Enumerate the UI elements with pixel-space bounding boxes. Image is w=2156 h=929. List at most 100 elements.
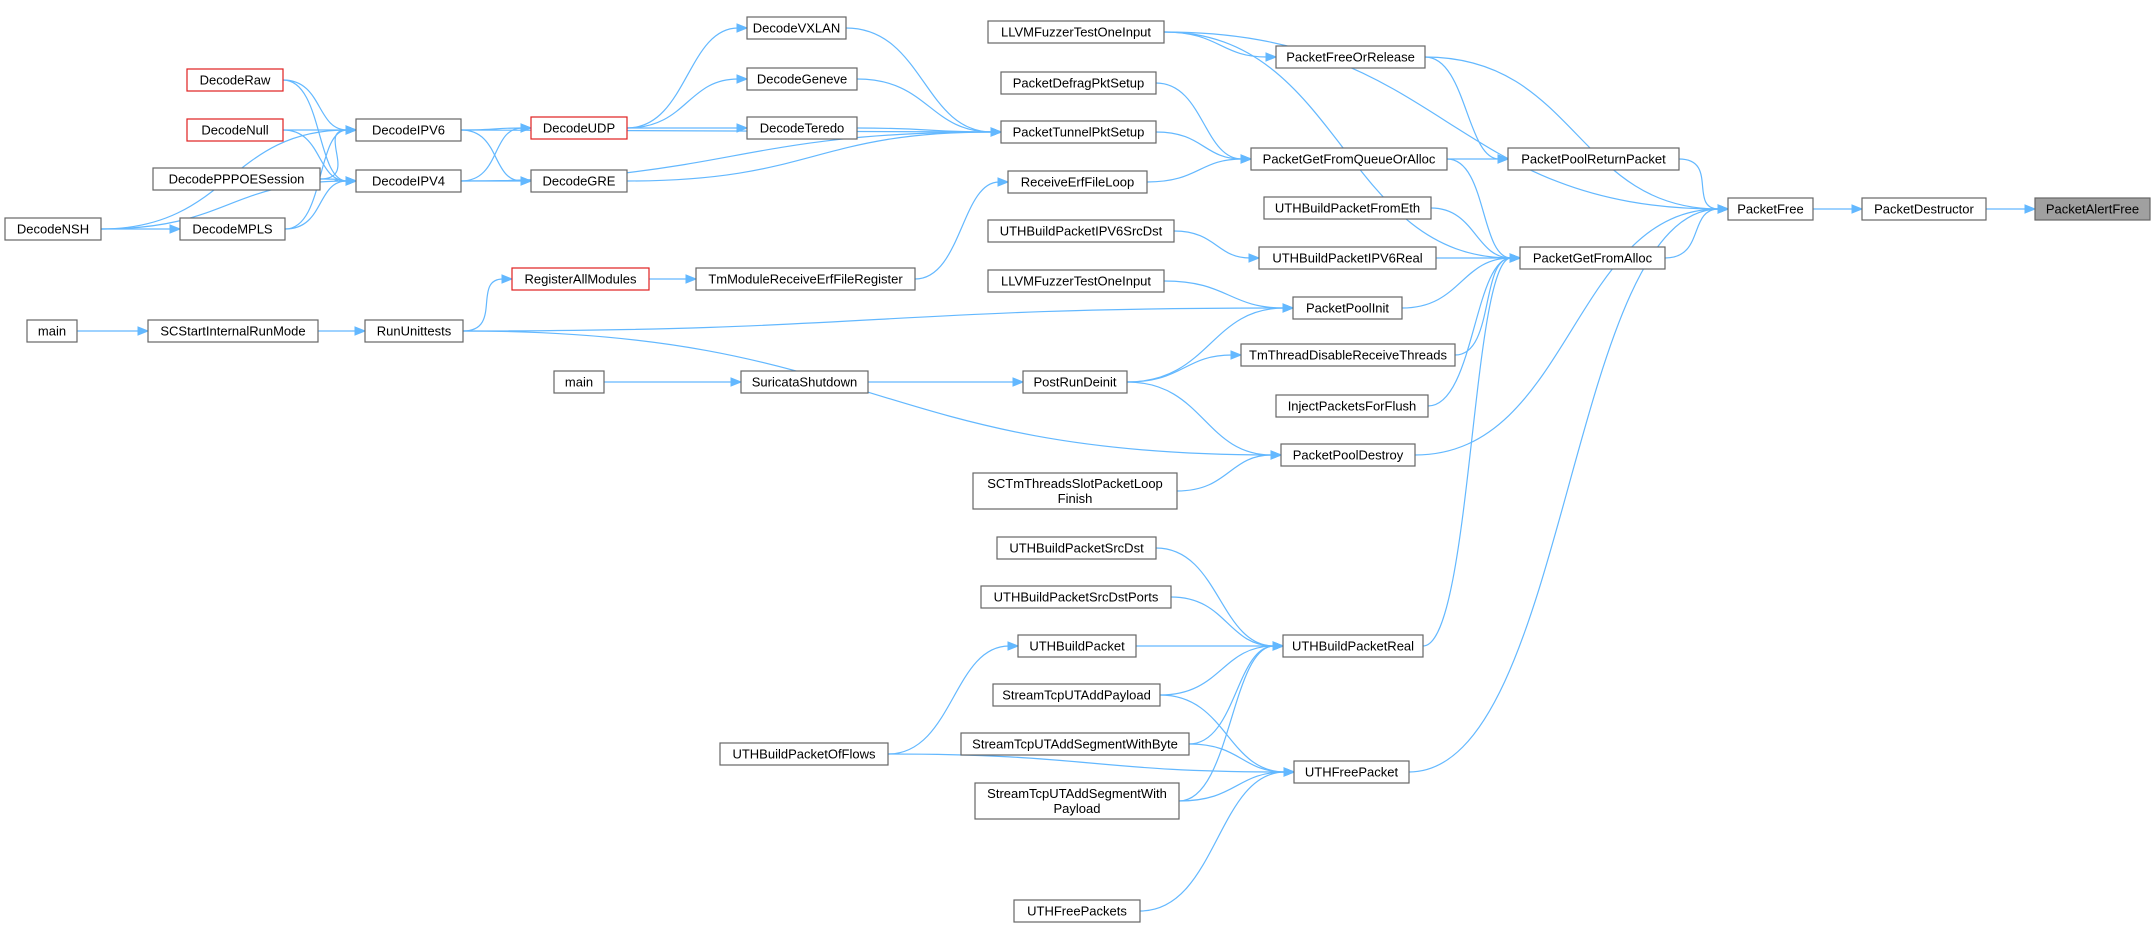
edge-arrowhead [1272,641,1285,651]
node-scstart-internal-run-mode[interactable]: SCStartInternalRunMode [147,319,319,343]
edge-packet-defrag-pkt-setup-to-packet-get-from-queue-or-alloc [1155,82,1253,164]
node-label: PacketTunnelPktSetup [1013,125,1145,140]
node-packet-tunnel-pkt-setup[interactable]: PacketTunnelPktSetup [1000,120,1157,144]
node-packet-defrag-pkt-setup[interactable]: PacketDefragPktSetup [1000,71,1157,95]
edge-post-run-deinit-to-packet-pool-init [1126,303,1295,383]
node-llvmfuzzer-test-one-input1[interactable]: LLVMFuzzerTestOneInput [987,20,1165,44]
node-label: LLVMFuzzerTestOneInput [1001,274,1151,289]
node-uthfree-packets[interactable]: UTHFreePackets [1013,899,1141,923]
node-main1[interactable]: main [26,319,78,343]
node-box [2034,197,2151,221]
node-label: DecodePPPOESession [169,172,305,187]
node-uthfree-packet[interactable]: UTHFreePacket [1293,760,1410,784]
edge-tm-thread-disable-receive-threads-to-packet-get-from-alloc [1454,253,1522,356]
node-decode-vxlan[interactable]: DecodeVXLAN [746,16,847,40]
node-decode-pppoesession[interactable]: DecodePPPOESession [152,167,321,191]
node-box [530,169,628,193]
node-box [1507,147,1680,171]
node-inject-packets-for-flush[interactable]: InjectPacketsForFlush [1275,394,1429,418]
node-main2[interactable]: main [553,370,605,394]
edge-line [1422,257,1512,647]
node-decode-raw[interactable]: DecodeRaw [186,68,284,92]
node-uthbuild-packet-real[interactable]: UTHBuildPacketReal [1282,634,1424,658]
edge-llvmfuzzer-test-one-input1-to-packet-free [1163,31,1730,214]
node-label: DecodeNSH [17,222,89,237]
node-stream-tcp-utadd-payload[interactable]: StreamTcpUTAddPayload [992,683,1161,707]
node-label: DecodeNull [201,123,268,138]
node-label: StreamTcpUTAddSegmentWith [987,786,1167,801]
edge-run-unittests-to-packet-pool-destroy [462,330,1283,460]
node-run-unittests[interactable]: RunUnittests [364,319,464,343]
node-box [746,116,858,140]
node-uthbuild-packet-src-dst-ports[interactable]: UTHBuildPacketSrcDstPorts [980,585,1172,609]
node-box [972,472,1178,510]
node-decode-udp[interactable]: DecodeUDP [530,116,628,140]
node-packet-destructor[interactable]: PacketDestructor [1861,197,1987,221]
node-decode-mpls[interactable]: DecodeMPLS [179,217,286,241]
edge-arrowhead [520,123,533,133]
node-packet-free-or-release[interactable]: PacketFreeOrRelease [1275,45,1426,69]
node-packet-free[interactable]: PacketFree [1727,197,1814,221]
node-receive-erf-file-loop[interactable]: ReceiveErfFileLoop [1007,170,1148,194]
node-label: DecodeMPLS [192,222,273,237]
node-uthbuild-packet-ipv6-real[interactable]: UTHBuildPacketIPV6Real [1258,246,1437,270]
node-packet-get-from-alloc[interactable]: PacketGetFromAlloc [1519,246,1666,270]
node-label: DecodeIPV4 [372,174,445,189]
node-suricata-shutdown[interactable]: SuricataShutdown [740,370,869,394]
edge-line [1163,31,1268,58]
edge-uthbuild-packet-to-uthbuild-packet-real [1136,641,1285,651]
node-decode-nsh[interactable]: DecodeNSH [4,217,102,241]
edge-decode-vxlan-to-packet-tunnel-pkt-setup [845,27,1003,137]
node-decode-ipv4[interactable]: DecodeIPV4 [355,169,462,193]
node-post-run-deinit[interactable]: PostRunDeinit [1022,370,1128,394]
node-box [1275,394,1429,418]
node-box [719,742,889,766]
node-packet-pool-return-packet[interactable]: PacketPoolReturnPacket [1507,147,1680,171]
node-packet-pool-init[interactable]: PacketPoolInit [1292,296,1403,320]
edge-arrowhead [736,74,749,84]
node-label: PacketPoolInit [1306,301,1389,316]
node-box [1017,634,1137,658]
node-uthbuild-packet-ipv6-src-dst[interactable]: UTHBuildPacketIPV6SrcDst [987,219,1175,243]
node-decode-ipv6[interactable]: DecodeIPV6 [355,118,462,142]
node-decode-null[interactable]: DecodeNull [186,118,284,142]
node-box [355,118,462,142]
node-decode-geneve[interactable]: DecodeGeneve [746,67,858,91]
edge-line [460,127,523,182]
node-label: PacketGetFromQueueOrAlloc [1263,152,1436,167]
edge-llvmfuzzer-test-one-input1-to-packet-free-or-release [1163,31,1278,62]
edge-line [1414,208,1720,456]
edge-line [1126,381,1273,456]
edge-line [462,278,504,332]
node-box [980,585,1172,609]
node-tm-module-receive-erf-file-register[interactable]: TmModuleReceiveErfFileRegister [695,267,916,291]
node-uthbuild-packet[interactable]: UTHBuildPacket [1017,634,1137,658]
node-decode-gre[interactable]: DecodeGRE [530,169,628,193]
node-uthbuild-packet-from-eth[interactable]: UTHBuildPacketFromEth [1263,196,1432,220]
node-packet-get-from-queue-or-alloc[interactable]: PacketGetFromQueueOrAlloc [1250,147,1448,171]
edge-arrowhead [1497,154,1510,164]
node-uthbuild-packet-of-flows[interactable]: UTHBuildPacketOfFlows [719,742,889,766]
node-label: StreamTcpUTAddSegmentWithByte [972,737,1178,752]
node-tm-thread-disable-receive-threads[interactable]: TmThreadDisableReceiveThreads [1240,343,1456,367]
node-packet-pool-destroy[interactable]: PacketPoolDestroy [1280,443,1416,467]
edge-line [462,330,1273,456]
edge-arrowhead [997,177,1010,187]
node-stream-tcp-utadd-segment-with-byte[interactable]: StreamTcpUTAddSegmentWithByte [960,732,1190,756]
node-uthbuild-packet-src-dst[interactable]: UTHBuildPacketSrcDst [996,536,1157,560]
node-llvmfuzzer-test-one-input2[interactable]: LLVMFuzzerTestOneInput [987,269,1165,293]
node-label: UTHBuildPacket [1029,639,1125,654]
edge-line [1430,207,1512,259]
node-register-all-modules[interactable]: RegisterAllModules [511,267,650,291]
edge-scstart-internal-run-mode-to-run-unittests [318,326,367,336]
node-box [960,732,1190,756]
node-label: UTHBuildPacketIPV6Real [1272,251,1422,266]
node-label: UTHBuildPacketSrcDstPorts [994,590,1159,605]
node-box [1022,370,1128,394]
node-label: DecodeVXLAN [753,21,840,36]
node-decode-teredo[interactable]: DecodeTeredo [746,116,858,140]
edge-arrowhead [1282,303,1295,313]
